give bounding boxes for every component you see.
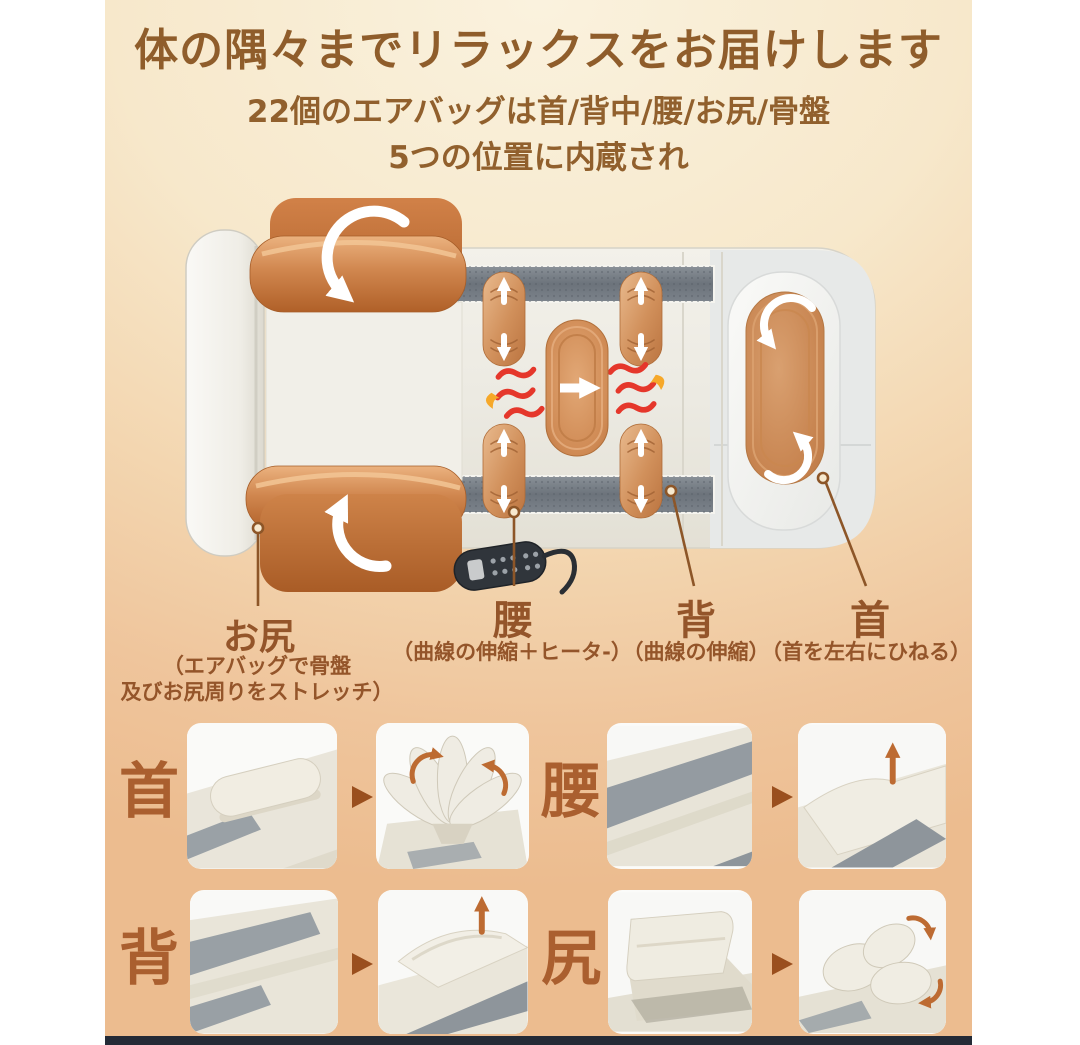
page-title: 体の隅々までリラックスをお届けします	[134, 25, 943, 76]
remote-control	[453, 541, 547, 591]
next-arrow-icon	[772, 786, 793, 808]
callout-desc-back: （曲線の伸縮）	[622, 640, 770, 664]
pill-airbag	[482, 423, 526, 519]
rotate-arrow-icon	[409, 747, 444, 784]
product-infographic: 体の隅々までリラックスをお届けします 22個のエアバッグは首/背中/腰/お尻/骨…	[105, 0, 972, 1045]
rotate-arrow-icon	[906, 915, 937, 941]
next-arrow-icon	[352, 786, 373, 808]
callout-marker	[251, 521, 265, 535]
callout-label-back: 背	[676, 598, 716, 644]
callout-marker	[507, 505, 521, 519]
gallery-label-back: 背	[119, 924, 179, 994]
rotate-arrow-icon	[321, 205, 410, 303]
central-heated-airbag	[485, 319, 665, 457]
photo-hip-inflated	[799, 890, 946, 1034]
callout-label-hip: お尻	[222, 617, 296, 658]
photo-back-flat	[190, 890, 338, 1034]
callout-label-waist: 腰	[493, 598, 533, 644]
neck-pad	[727, 271, 841, 531]
right-margin	[972, 0, 1080, 1045]
rotate-arrow-icon	[918, 978, 944, 1009]
seat-panel	[265, 301, 463, 481]
photo-back-inflated	[378, 890, 528, 1034]
photo-neck-flat	[187, 723, 337, 869]
photo-neck-inflated	[376, 723, 529, 869]
next-arrow-icon	[352, 953, 373, 975]
callout-desc-neck: （首を左右にひねる）	[761, 640, 971, 664]
callout-marker	[664, 484, 678, 498]
pill-airbag	[619, 423, 663, 519]
rotate-arrow-icon	[324, 494, 392, 572]
callout-desc-hip-2: 及びお尻周りをストレッチ）	[120, 680, 394, 704]
gallery-label-waist: 腰	[541, 757, 601, 827]
gallery-label-neck: 首	[119, 757, 179, 827]
rotate-arrow-icon	[764, 431, 814, 485]
footer-strip	[105, 1036, 972, 1045]
hip-airbag-top	[249, 198, 467, 313]
remote-cable	[541, 548, 577, 595]
pill-airbags	[482, 271, 663, 519]
callout-marker	[816, 471, 830, 485]
photo-waist-flat	[607, 723, 752, 869]
pill-airbag	[482, 271, 526, 367]
pill-airbag	[619, 271, 663, 367]
callout-desc-hip-1: （エアバッグで骨盤	[162, 654, 352, 678]
heat-waves-icon	[607, 361, 665, 415]
gallery-label-hip: 尻	[541, 924, 601, 994]
callout-label-neck: 首	[850, 598, 890, 644]
rotate-arrow-icon	[481, 759, 509, 796]
callout-lines	[251, 471, 868, 606]
massage-mat-diagram	[185, 198, 876, 606]
heat-waves-icon	[485, 366, 545, 419]
subtitle-line-1: 22個のエアバッグは首/背中/腰/お尻/骨盤	[246, 94, 831, 130]
callout-desc-waist: （曲線の伸縮＋ヒータ-）	[392, 640, 632, 664]
next-arrow-icon	[772, 953, 793, 975]
photo-waist-inflated	[798, 723, 946, 869]
hip-airbag-bottom	[245, 465, 467, 592]
photo-hip-flat	[608, 890, 752, 1034]
rotate-arrow-icon	[756, 294, 816, 350]
subtitle-line-2: 5つの位置に内蔵され	[388, 140, 689, 176]
left-margin	[0, 0, 105, 1045]
